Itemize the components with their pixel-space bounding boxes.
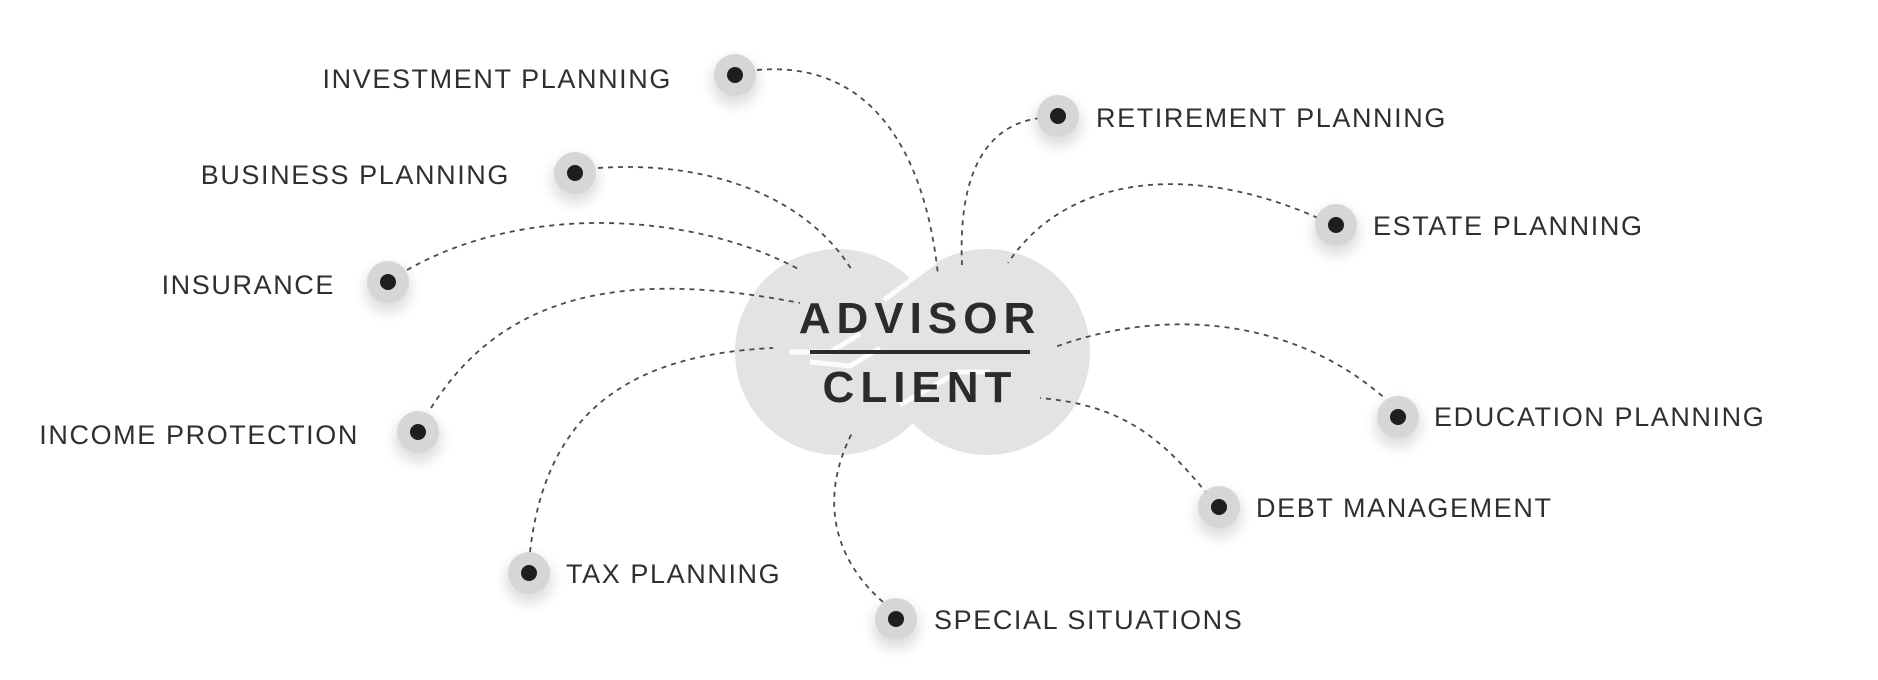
hub-top-label: ADVISOR (799, 294, 1041, 343)
node-label-investment-planning: INVESTMENT PLANNING (323, 64, 672, 94)
hub-divider (810, 350, 1030, 354)
connector-investment-planning (756, 68, 939, 276)
hub-bottom-label: CLIENT (823, 363, 1018, 412)
connector-education-planning (1054, 323, 1391, 404)
node-label-insurance: INSURANCE (162, 270, 335, 300)
hub: ADVISOR CLIENT (735, 249, 1090, 455)
node-dot (1328, 217, 1344, 233)
node-estate-planning: ESTATE PLANNING (1312, 204, 1644, 256)
node-label-estate-planning: ESTATE PLANNING (1373, 211, 1644, 241)
node-dot (888, 611, 904, 627)
node-tax-planning: TAX PLANNING (505, 552, 781, 604)
node-dot (521, 565, 537, 581)
node-education-planning: EDUCATION PLANNING (1374, 396, 1765, 448)
connector-business-planning (597, 166, 854, 273)
connector-estate-planning (1007, 183, 1319, 264)
node-label-tax-planning: TAX PLANNING (566, 559, 781, 589)
node-label-business-planning: BUSINESS PLANNING (201, 160, 510, 190)
node-dot (380, 274, 396, 290)
node-business-planning: BUSINESS PLANNING (201, 152, 599, 204)
node-insurance: INSURANCE (162, 261, 412, 313)
node-income-protection: INCOME PROTECTION (39, 411, 442, 463)
node-debt-management: DEBT MANAGEMENT (1195, 486, 1553, 538)
node-investment-planning: INVESTMENT PLANNING (323, 54, 759, 106)
node-dot (1050, 108, 1066, 124)
node-dot (727, 67, 743, 83)
connectors (406, 68, 1391, 603)
connector-special-situations (833, 432, 884, 603)
node-dot (567, 165, 583, 181)
node-label-education-planning: EDUCATION PLANNING (1434, 402, 1765, 432)
node-label-retirement-planning: RETIREMENT PLANNING (1096, 103, 1447, 133)
node-dot (1390, 409, 1406, 425)
node-special-situations: SPECIAL SITUATIONS (872, 598, 1243, 650)
connector-income-protection (430, 287, 801, 409)
node-label-debt-management: DEBT MANAGEMENT (1256, 493, 1553, 523)
node-label-special-situations: SPECIAL SITUATIONS (934, 605, 1243, 635)
node-retirement-planning: RETIREMENT PLANNING (1034, 95, 1447, 147)
connector-insurance (406, 222, 801, 271)
node-dot (410, 424, 426, 440)
connector-tax-planning (529, 347, 774, 553)
node-dot (1211, 499, 1227, 515)
connector-debt-management (1039, 397, 1209, 496)
node-label-income-protection: INCOME PROTECTION (39, 420, 359, 450)
connector-retirement-planning (960, 117, 1041, 266)
